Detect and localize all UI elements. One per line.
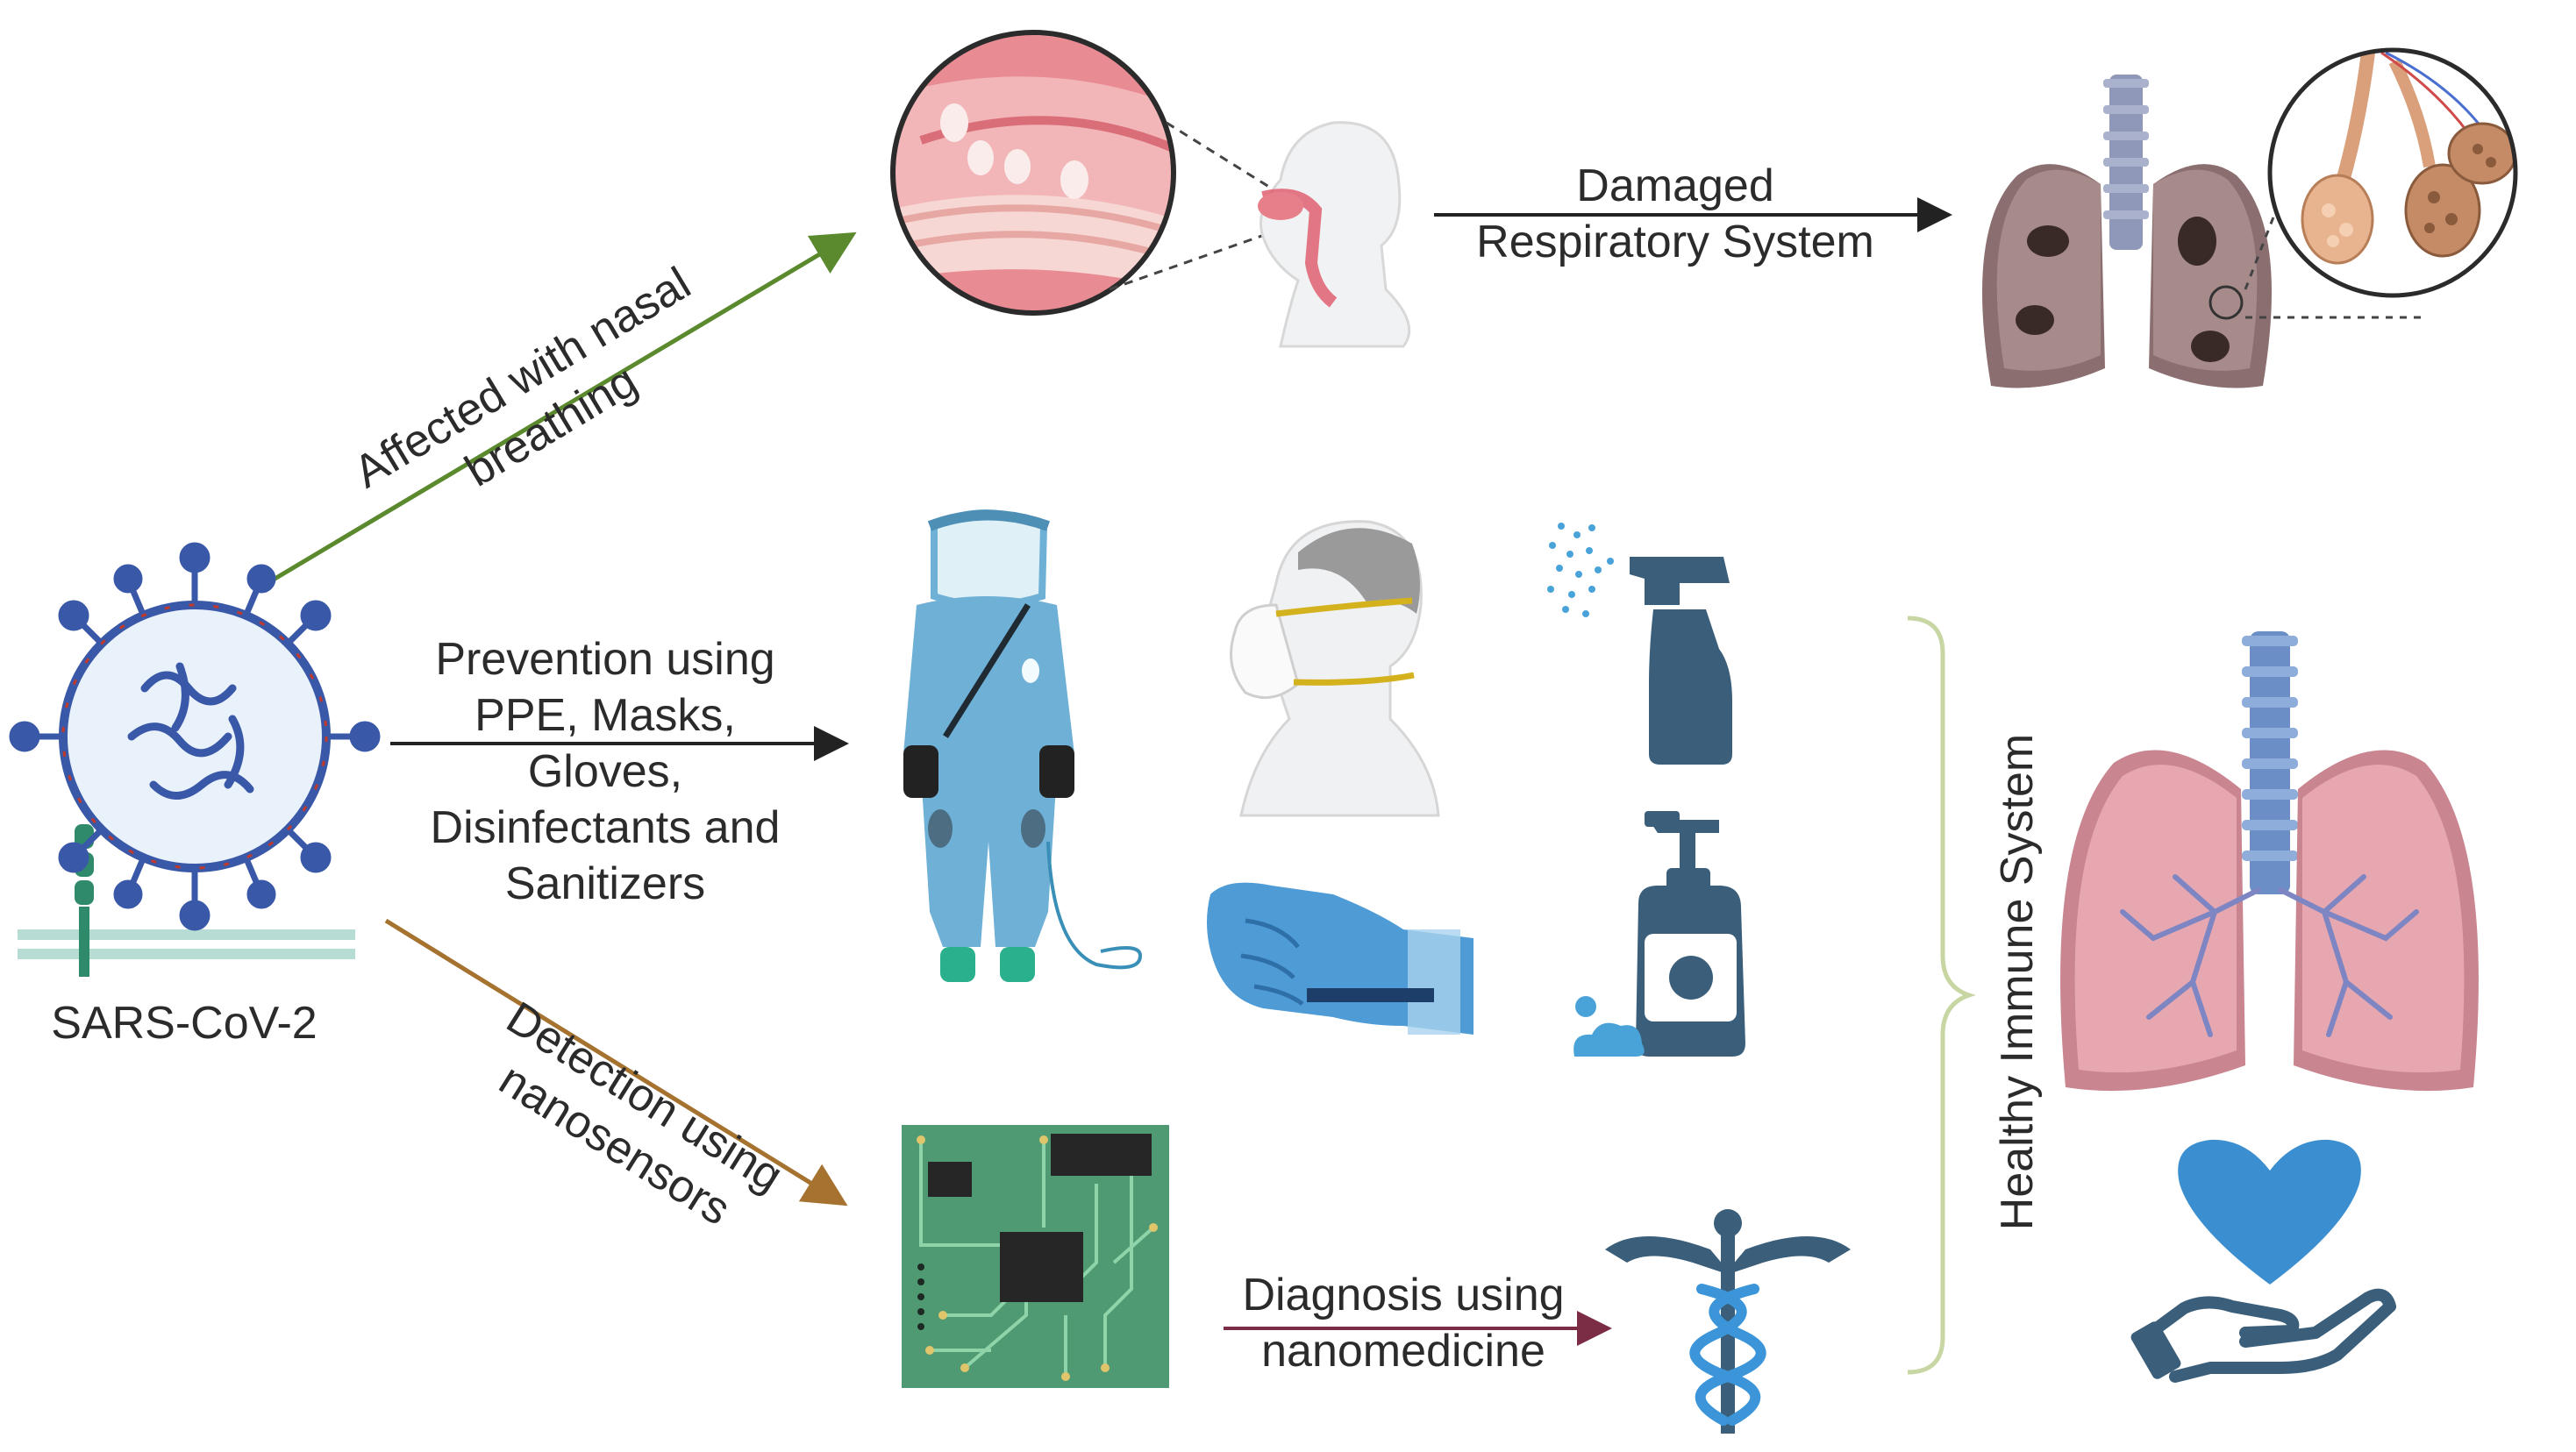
curly-brace-icon bbox=[1907, 616, 1976, 1375]
label-damaged-line2: Respiratory System bbox=[1476, 217, 1874, 267]
arrow-detection bbox=[384, 918, 848, 1206]
soap-dispenser-icon bbox=[1573, 811, 1745, 1057]
label-diagnosis-line1: Diagnosis using bbox=[1242, 1270, 1565, 1320]
label-prevention-line3: Gloves, bbox=[527, 746, 683, 797]
spray-bottle-icon bbox=[1547, 523, 1732, 765]
label-virus: SARS-CoV-2 bbox=[51, 998, 318, 1049]
healthy-lungs-icon bbox=[2060, 631, 2479, 1092]
label-damaged-line1: Damaged bbox=[1576, 160, 1774, 211]
label-prevention-line1: Prevention using bbox=[435, 634, 775, 685]
alveoli-zoom-icon bbox=[2267, 47, 2518, 298]
label-prevention-line4: Disinfectants and bbox=[430, 802, 781, 853]
label-damaged: Damaged Respiratory System bbox=[1447, 158, 1903, 270]
sars-cov-2-virus-icon bbox=[9, 542, 381, 977]
label-prevention-line2: PPE, Masks, bbox=[475, 690, 736, 741]
gloved-hand-icon bbox=[1207, 882, 1474, 1035]
zoom-line bbox=[1109, 231, 1273, 291]
caduceus-icon bbox=[1605, 1209, 1851, 1434]
nanosensor-chip-icon bbox=[902, 1125, 1169, 1388]
nasal-cavity-zoom-icon bbox=[890, 30, 1176, 316]
label-prevention: Prevention using PPE, Masks, Gloves, Dis… bbox=[386, 631, 824, 912]
head-profile-icon bbox=[1258, 121, 1411, 348]
label-healthy: Healthy Immune System bbox=[1992, 733, 2043, 1231]
label-prevention-line5: Sanitizers bbox=[504, 858, 706, 909]
ppe-suit-icon bbox=[903, 509, 1143, 982]
n95-mask-head-icon bbox=[1230, 520, 1440, 817]
label-diagnosis-line2: nanomedicine bbox=[1261, 1326, 1545, 1377]
arrow-nasal bbox=[266, 231, 857, 586]
damaged-lungs-icon bbox=[1982, 75, 2272, 388]
zoom-line bbox=[1166, 121, 1273, 190]
heart-hand-icon bbox=[2130, 1139, 2396, 1383]
label-diagnosis: Diagnosis using nanomedicine bbox=[1202, 1267, 1605, 1379]
